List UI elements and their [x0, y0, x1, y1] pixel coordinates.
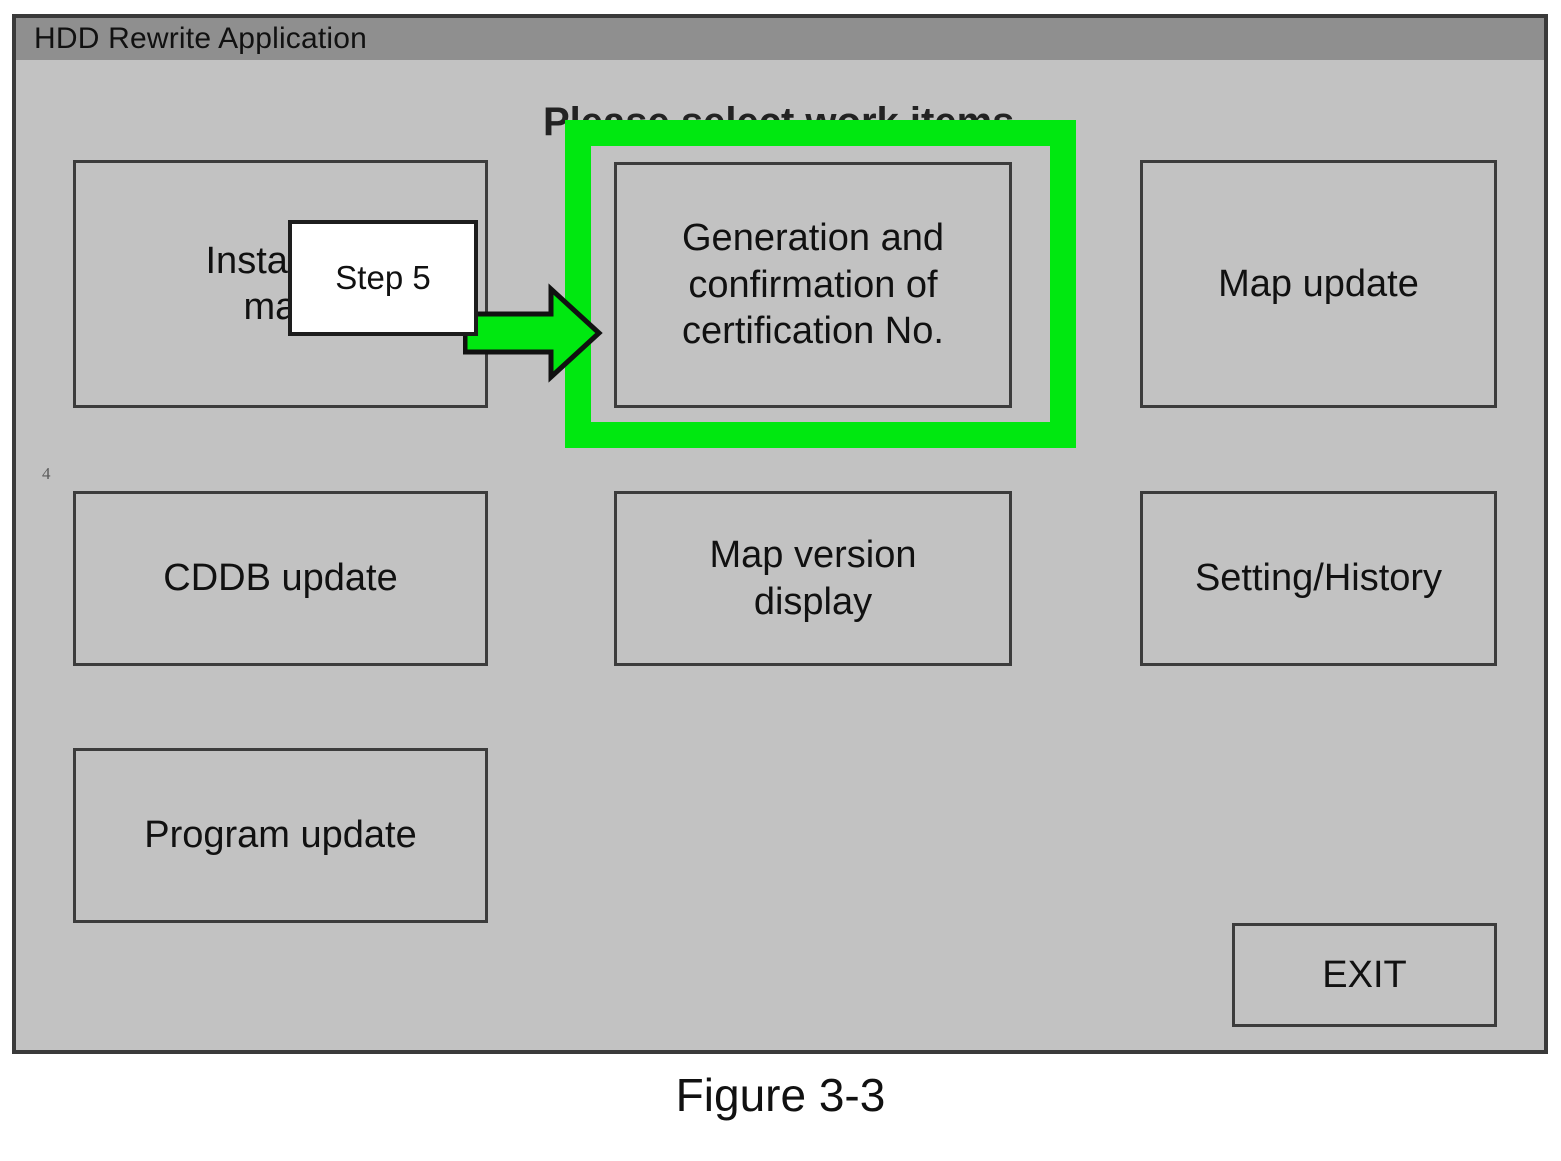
title-bar: HDD Rewrite Application [16, 18, 1544, 60]
button-label: CDDB update [163, 557, 398, 600]
step-callout-box: Step 5 [288, 220, 478, 336]
button-map-version-display[interactable]: Map version display [614, 491, 1012, 666]
button-label: Setting/History [1194, 557, 1443, 600]
page-title: Please select work items [543, 100, 1015, 144]
button-label: Program update [144, 814, 417, 857]
page-number-artifact: 4 [42, 464, 51, 483]
button-setting-history[interactable]: Setting/History [1140, 491, 1497, 666]
button-label: Map update [1218, 262, 1419, 305]
figure-caption: Figure 3-3 [675, 1069, 886, 1121]
button-exit[interactable]: EXIT [1232, 923, 1497, 1027]
callout-arrow-icon [463, 283, 603, 383]
client-area: Please select work items 4 Installing ma… [16, 60, 1544, 1050]
button-map-update[interactable]: Map update [1140, 160, 1497, 408]
button-label: Generation and confirmation of certifica… [682, 217, 944, 353]
application-window: HDD Rewrite Application Please select wo… [12, 14, 1548, 1054]
button-label: Map version display [709, 534, 917, 623]
button-generation-and-confirmation-of-certification-no[interactable]: Generation and confirmation of certifica… [614, 162, 1012, 408]
button-label: EXIT [1322, 953, 1407, 996]
step-callout-label: Step 5 [335, 259, 431, 296]
window-title: HDD Rewrite Application [34, 22, 368, 55]
button-program-update[interactable]: Program update [73, 748, 488, 923]
button-cddb-update[interactable]: CDDB update [73, 491, 488, 666]
